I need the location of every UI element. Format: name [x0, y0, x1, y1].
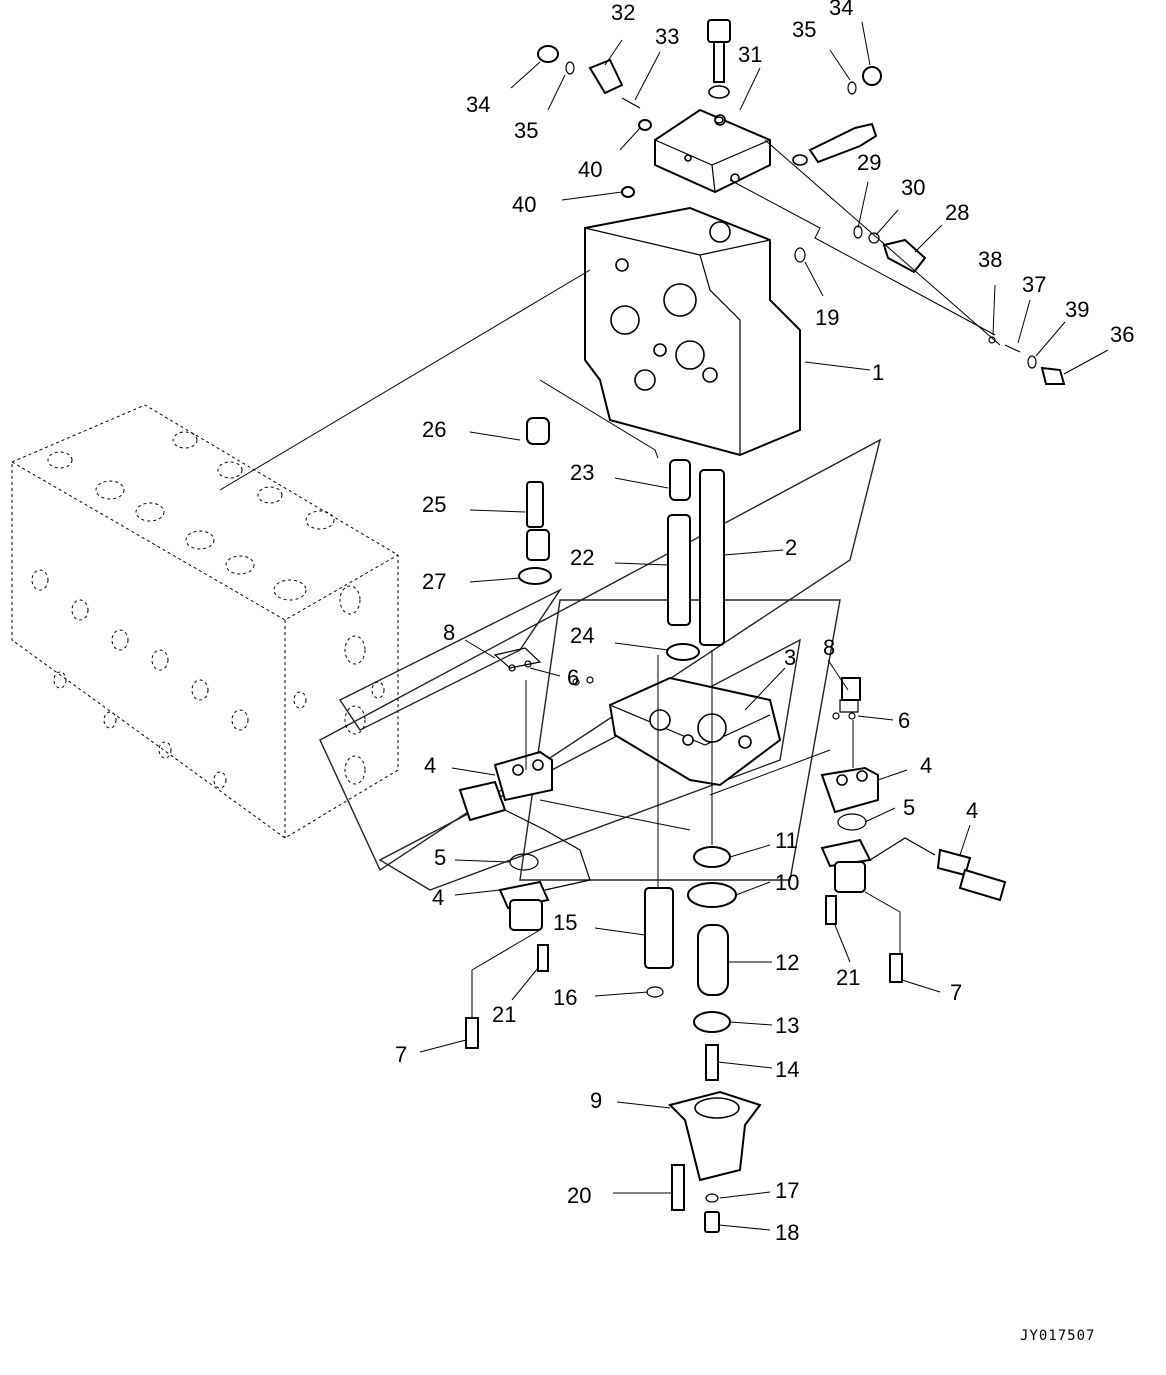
callout-14: 14 [775, 1057, 799, 1082]
callout-18: 18 [775, 1220, 799, 1245]
callout-19: 19 [815, 305, 839, 330]
callout-20: 20 [567, 1183, 591, 1208]
callout-40-b: 40 [512, 192, 536, 217]
callout-29: 29 [857, 150, 881, 175]
callout-35-b: 35 [792, 17, 816, 42]
callout-23: 23 [570, 460, 594, 485]
callout-22: 22 [570, 545, 594, 570]
callout-34-b: 34 [829, 0, 853, 20]
callout-15: 15 [553, 910, 577, 935]
callout-25: 25 [422, 492, 446, 517]
callout-13: 13 [775, 1013, 799, 1038]
callout-21-a: 21 [492, 1002, 516, 1027]
clamps [493, 647, 859, 720]
callout-33: 33 [655, 24, 679, 49]
valve-body [584, 206, 801, 457]
callout-21-b: 21 [836, 965, 860, 990]
callout-17: 17 [775, 1178, 799, 1203]
callout-4-a: 4 [424, 753, 436, 778]
callout-1: 1 [872, 360, 884, 385]
center-stack [644, 846, 762, 1233]
callout-5-a: 5 [434, 845, 446, 870]
callout-labels: 1 2 3 4 4 4 4 5 5 6 6 7 7 8 8 9 10 11 12… [395, 0, 1134, 1245]
callout-7-b: 7 [950, 980, 962, 1005]
solenoid-right [820, 677, 1007, 983]
callout-7-a: 7 [395, 1042, 407, 1067]
spools [518, 417, 725, 661]
drawing-code: JY017507 [1020, 1328, 1095, 1344]
cover-bolt [707, 19, 731, 124]
callout-12: 12 [775, 950, 799, 975]
callout-9: 9 [590, 1088, 602, 1113]
callout-6-a: 6 [567, 665, 579, 690]
callout-5-b: 5 [903, 795, 915, 820]
solenoid-left [458, 750, 591, 1049]
callout-30: 30 [901, 175, 925, 200]
callout-8-b: 8 [823, 635, 835, 660]
callout-31: 31 [738, 42, 762, 67]
long-bolt [792, 122, 878, 166]
callout-11: 11 [775, 828, 798, 853]
callout-38: 38 [978, 247, 1002, 272]
callout-34-a: 34 [466, 92, 490, 117]
callout-10: 10 [775, 870, 799, 895]
callout-24: 24 [570, 623, 594, 648]
callout-4-b: 4 [432, 885, 444, 910]
callout-27: 27 [422, 569, 446, 594]
callout-8-a: 8 [443, 620, 455, 645]
callout-2: 2 [785, 535, 797, 560]
callout-40-a: 40 [578, 157, 602, 182]
callout-28: 28 [945, 200, 969, 225]
callout-4-d: 4 [966, 798, 978, 823]
callout-3: 3 [784, 645, 796, 670]
callout-16: 16 [553, 985, 577, 1010]
control-valve-block [11, 404, 399, 839]
callout-36: 36 [1110, 322, 1134, 347]
callout-39: 39 [1065, 297, 1089, 322]
callout-4-c: 4 [920, 753, 932, 778]
callout-26: 26 [422, 417, 446, 442]
callout-32: 32 [611, 0, 635, 25]
small-parts-top [537, 45, 1066, 385]
callout-37: 37 [1022, 272, 1046, 297]
cover-block [654, 108, 771, 194]
leader-lines [219, 21, 1109, 1231]
callout-6-b: 6 [898, 708, 910, 733]
callout-35-a: 35 [514, 118, 538, 143]
